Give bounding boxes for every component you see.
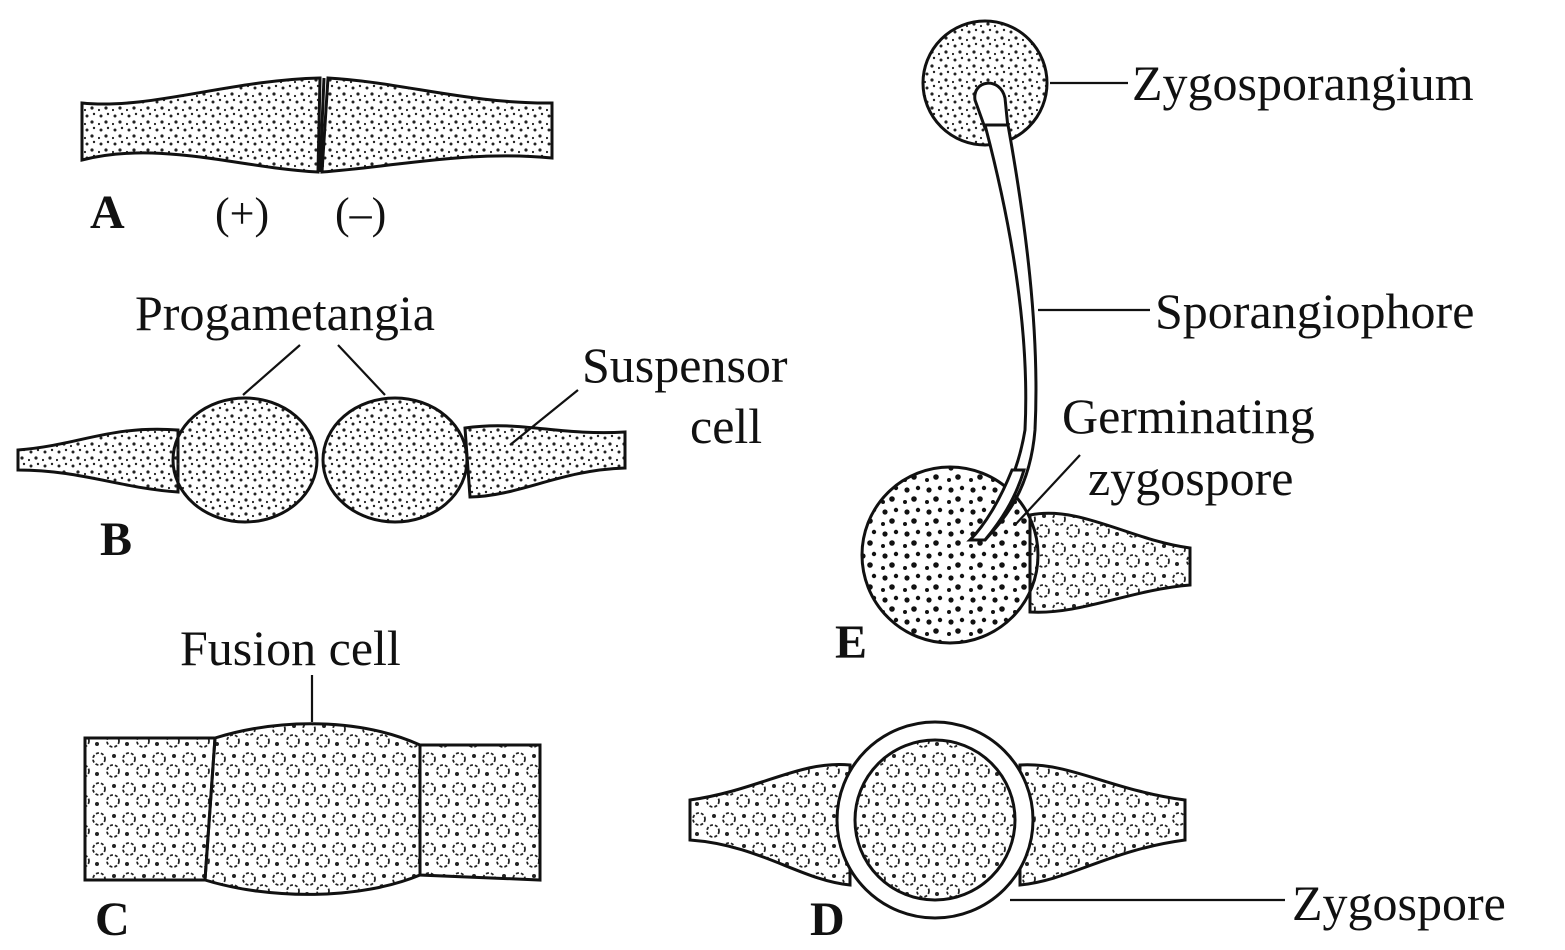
panel-b: Progametangia Suspensor cell B bbox=[18, 285, 788, 566]
progametangia-label: Progametangia bbox=[135, 285, 435, 341]
suspensor-label-line2: cell bbox=[690, 398, 762, 454]
hypha-minus bbox=[322, 78, 552, 172]
suspensor-d-left bbox=[690, 764, 850, 885]
fusion-cell-shape bbox=[205, 724, 420, 895]
germinating-label-line1: Germinating bbox=[1062, 388, 1315, 444]
panel-e: Zygosporangium Sporangiophore Germinatin… bbox=[835, 21, 1474, 669]
panel-letter-c: C bbox=[95, 893, 130, 946]
sporangiophore-label: Sporangiophore bbox=[1155, 283, 1474, 339]
progametangium-right bbox=[323, 398, 467, 522]
fusion-cell-label: Fusion cell bbox=[180, 620, 401, 676]
suspensor-right bbox=[465, 426, 625, 497]
suspensor-c-left bbox=[85, 738, 215, 880]
progametangium-left bbox=[173, 398, 317, 522]
suspensor-left bbox=[18, 429, 178, 492]
hypha-plus bbox=[82, 78, 320, 172]
panel-letter-d: D bbox=[810, 893, 845, 946]
zygospore-body bbox=[855, 740, 1015, 900]
panel-a: A (+) (–) bbox=[82, 78, 552, 239]
panel-letter-e: E bbox=[835, 616, 867, 669]
suspensor-c-right bbox=[420, 745, 540, 880]
panel-letter-a: A bbox=[90, 186, 125, 239]
germinating-label-line2: zygospore bbox=[1088, 450, 1294, 506]
panel-c: Fusion cell C bbox=[85, 620, 540, 946]
panel-letter-b: B bbox=[100, 513, 132, 566]
plus-strain-label: (+) bbox=[215, 189, 269, 238]
progametangia-leader-2 bbox=[338, 345, 385, 395]
panel-d: Zygospore D bbox=[690, 722, 1506, 946]
zygospore-label: Zygospore bbox=[1292, 875, 1506, 931]
suspensor-d-right bbox=[1020, 765, 1185, 885]
zygosporangium-label: Zygosporangium bbox=[1132, 55, 1474, 111]
minus-strain-label: (–) bbox=[335, 189, 386, 238]
suspensor-e bbox=[1030, 513, 1190, 612]
suspensor-label-line1: Suspensor bbox=[582, 337, 788, 393]
progametangia-leader-1 bbox=[243, 345, 300, 395]
